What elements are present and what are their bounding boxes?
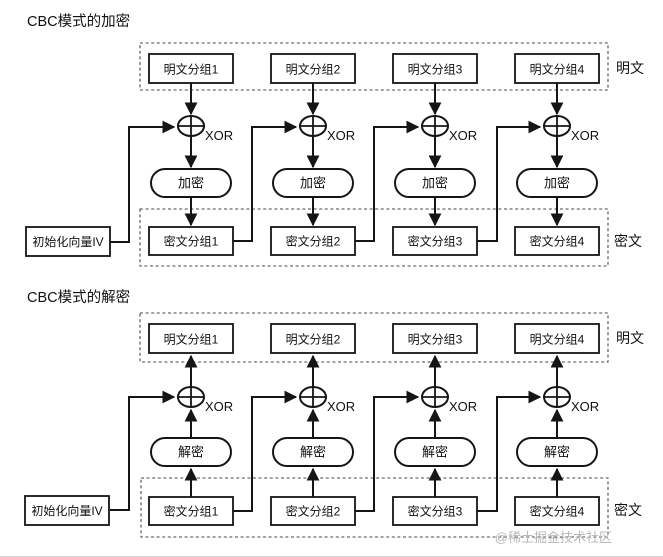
dec-plaintext-block-3: 明文分组3 (392, 323, 478, 354)
enc-iv-box: 初始化向量IV (25, 226, 111, 257)
enc-ciphertext-group-label: 密文 (614, 233, 642, 249)
dec-process-2: 解密 (272, 437, 354, 467)
svg-text:加密: 加密 (422, 176, 448, 191)
dec-ciphertext-block-2: 密文分组2 (270, 496, 356, 526)
svg-text:密文分组2: 密文分组2 (286, 234, 341, 249)
dec-ciphertext-block-4: 密文分组4 (514, 496, 600, 526)
svg-text:密文分组1: 密文分组1 (164, 504, 219, 519)
enc-ciphertext-block-4: 密文分组4 (514, 226, 600, 256)
dec-plaintext-block-4: 明文分组4 (514, 323, 600, 354)
svg-text:密文分组4: 密文分组4 (530, 504, 585, 519)
dec-plaintext-block-1: 明文分组1 (148, 323, 234, 354)
enc-xor-label-1: XOR (205, 128, 233, 143)
dec-ciphertext-block-3: 密文分组3 (392, 496, 478, 526)
dec-xor-4: XOR (543, 386, 599, 414)
enc-plaintext-block-1: 明文分组1 (148, 53, 234, 84)
svg-text:密文分组3: 密文分组3 (408, 234, 463, 249)
enc-xor-1: XOR (177, 115, 233, 143)
enc-xor-label-2: XOR (327, 128, 355, 143)
svg-text:初始化向量IV: 初始化向量IV (31, 503, 102, 518)
dec-chain-c2-xor3 (355, 390, 420, 512)
enc-ciphertext-block-3: 密文分组3 (392, 226, 478, 256)
enc-xor-label-3: XOR (449, 128, 477, 143)
dec-xor-label-3: XOR (449, 399, 477, 414)
svg-text:明文分组3: 明文分组3 (408, 332, 463, 347)
enc-process-3: 加密 (394, 168, 476, 198)
dec-plaintext-block-2: 明文分组2 (270, 323, 356, 354)
decryption-diagram: CBC模式的解密 XOR XOR (24, 289, 644, 538)
svg-text:密文分组4: 密文分组4 (530, 234, 585, 249)
svg-text:明文分组1: 明文分组1 (164, 62, 219, 77)
enc-xor-2: XOR (299, 115, 355, 143)
dec-ciphertext-group-label: 密文 (614, 502, 642, 518)
svg-text:密文分组2: 密文分组2 (286, 504, 341, 519)
dec-chain-c1-xor2 (233, 390, 298, 512)
dec-plaintext-group-frame (139, 312, 609, 363)
svg-text:加密: 加密 (300, 176, 326, 191)
enc-process-2: 加密 (272, 168, 354, 198)
enc-chain-c3-xor4 (477, 120, 542, 242)
enc-xor-label-4: XOR (571, 128, 599, 143)
enc-process-4: 加密 (516, 168, 598, 198)
dec-chain-c3-xor4 (477, 390, 542, 512)
dec-ciphertext-block-1: 密文分组1 (148, 496, 234, 526)
enc-plaintext-block-4: 明文分组4 (514, 53, 600, 84)
decryption-title: CBC模式的解密 (27, 289, 130, 306)
svg-text:加密: 加密 (544, 176, 570, 191)
watermark: @稀土掘金技术社区 (495, 530, 612, 545)
svg-text:明文分组2: 明文分组2 (286, 332, 341, 347)
dec-iv-box: 初始化向量IV (24, 495, 110, 526)
svg-text:明文分组2: 明文分组2 (286, 62, 341, 77)
enc-plaintext-block-3: 明文分组3 (392, 53, 478, 84)
dec-xor-3: XOR (421, 386, 477, 414)
dec-chain-iv-xor1 (110, 390, 176, 511)
svg-text:明文分组3: 明文分组3 (408, 62, 463, 77)
enc-plaintext-block-2: 明文分组2 (270, 53, 356, 84)
enc-process-1: 加密 (150, 168, 232, 198)
svg-text:密文分组1: 密文分组1 (164, 234, 219, 249)
dec-xor-label-1: XOR (205, 399, 233, 414)
svg-text:解密: 解密 (422, 445, 448, 460)
svg-text:明文分组4: 明文分组4 (530, 332, 585, 347)
dec-xor-label-4: XOR (571, 399, 599, 414)
svg-text:初始化向量IV: 初始化向量IV (32, 234, 103, 249)
svg-text:解密: 解密 (178, 445, 204, 460)
dec-process-1: 解密 (150, 437, 232, 467)
enc-chain-c2-xor3 (355, 120, 420, 242)
encryption-title: CBC模式的加密 (27, 13, 130, 30)
svg-text:解密: 解密 (300, 445, 326, 460)
dec-process-3: 解密 (394, 437, 476, 467)
dec-xor-label-2: XOR (327, 399, 355, 414)
encryption-diagram: CBC模式的加密 XOR (25, 13, 644, 267)
svg-text:加密: 加密 (178, 176, 204, 191)
svg-text:密文分组3: 密文分组3 (408, 504, 463, 519)
enc-chain-c1-xor2 (233, 120, 298, 242)
dec-xor-2: XOR (299, 386, 355, 414)
dec-process-4: 解密 (516, 437, 598, 467)
enc-plaintext-group-label: 明文 (616, 60, 644, 76)
svg-text:明文分组4: 明文分组4 (530, 62, 585, 77)
enc-xor-3: XOR (421, 115, 477, 143)
dec-plaintext-group-label: 明文 (616, 330, 644, 346)
enc-ciphertext-group-frame (139, 208, 609, 267)
svg-text:解密: 解密 (544, 445, 570, 460)
enc-ciphertext-block-2: 密文分组2 (270, 226, 356, 256)
enc-chain-iv-xor1 (110, 120, 176, 243)
enc-xor-4: XOR (543, 115, 599, 143)
svg-text:明文分组1: 明文分组1 (164, 332, 219, 347)
enc-ciphertext-block-1: 密文分组1 (148, 226, 234, 256)
dec-xor-1: XOR (177, 386, 233, 414)
